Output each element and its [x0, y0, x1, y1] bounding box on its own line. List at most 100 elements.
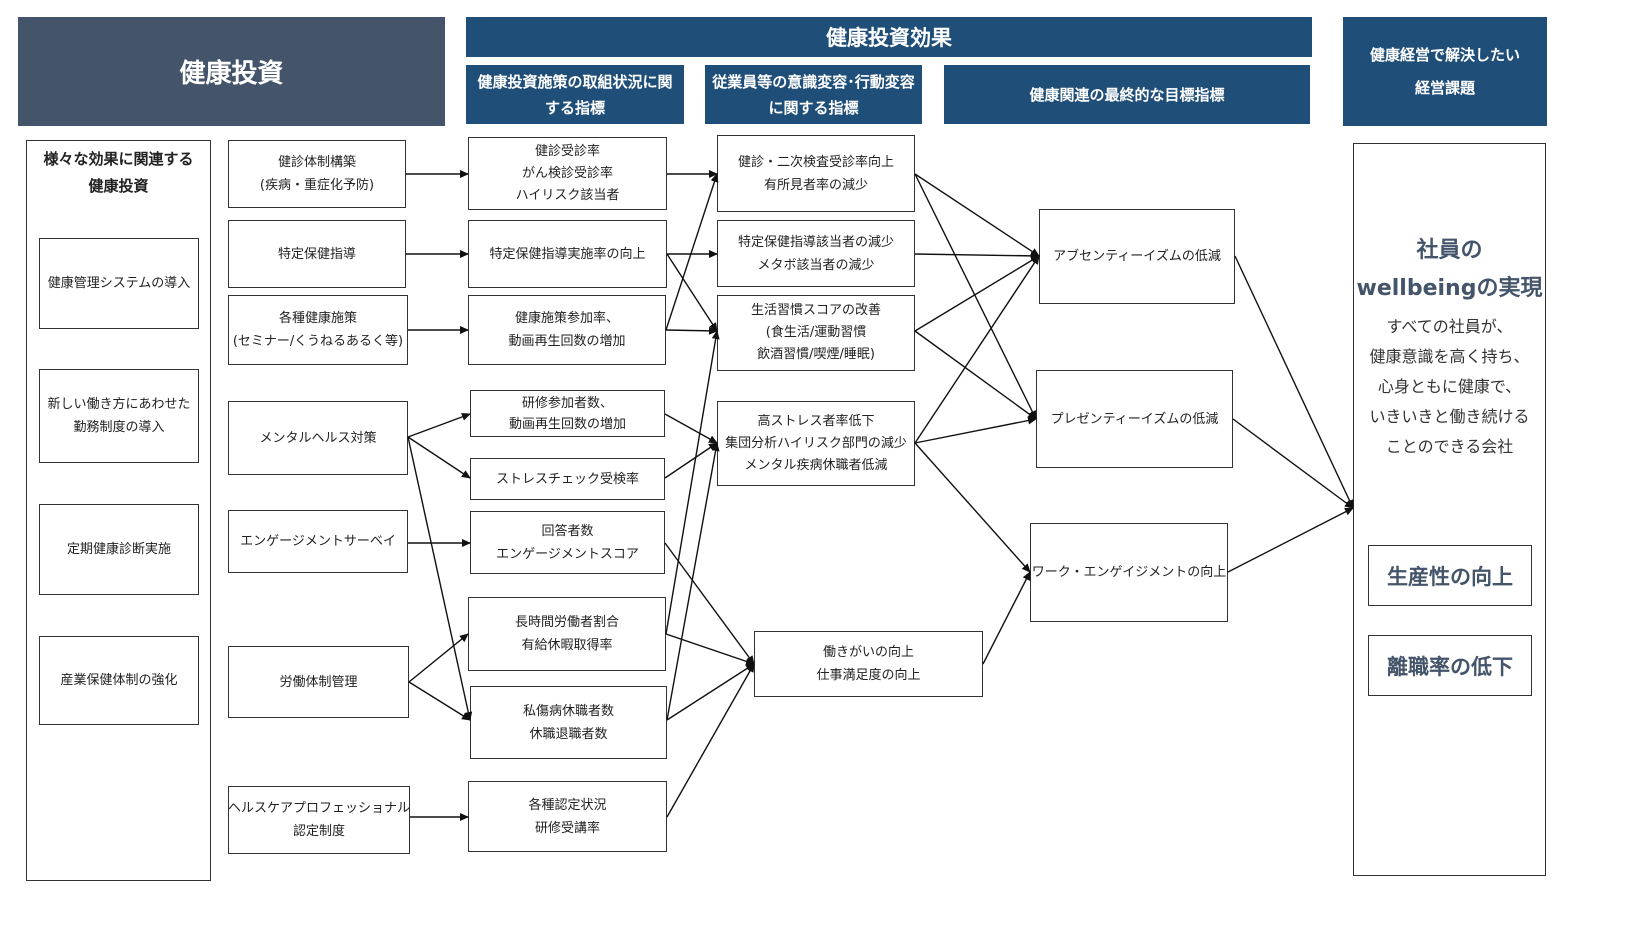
right-panel-wellbeing: 社員の wellbeingの実現 すべての社員が、 健康意識を高く持ち、 心身と… [1353, 143, 1546, 876]
indicator-certification-status: 各種認定状況 研修受講率 [468, 781, 667, 852]
arrow-engagement-score-to-satisfaction [664, 542, 755, 665]
wellbeing-title-line-2: wellbeingの実現 [1356, 276, 1543, 301]
arrow-certification-to-satisfaction [666, 663, 755, 818]
measure-healthcare-professional-line-2: 認定制度 [292, 824, 345, 839]
arrow-checkup-improvement-to-presenteeism [914, 173, 1037, 420]
behavior-stress-reduction: 高ストレス者率低下 集団分析ハイリスク部門の減少 メンタル疾病休職者低減 [717, 401, 915, 486]
measure-healthcare-professional: ヘルスケアプロフェッショナル 認定制度 [228, 786, 410, 854]
header-final-goal-indicators: 健康関連の最終的な目標指標 [944, 65, 1310, 124]
left-item-work-style: 新しい働き方にあわせた 勤務制度の導入 [39, 369, 199, 463]
arrow-stress-check-to-stress [664, 442, 718, 479]
arrow-participation-to-lifestyle [665, 326, 718, 335]
header-health-investment: 健康投資 [18, 17, 445, 126]
indicator-guidance-rate: 特定保健指導実施率の向上 [468, 220, 667, 288]
outcome-work-engagement: ワーク・エンゲイジメントの向上 [1030, 523, 1228, 622]
arrow-mental-to-sick-leave [407, 436, 473, 721]
left-panel-title-line-2: 健康投資 [88, 177, 149, 195]
indicator-guidance-rate-label: 特定保健指導実施率の向上 [489, 246, 646, 262]
indicator-sick-leave-line-1: 私傷病休職者数 [522, 703, 614, 719]
arrow-lifestyle-to-absenteeism [914, 255, 1040, 332]
left-item-occupational-health: 産業保健体制の強化 [39, 636, 199, 725]
behavior-stress-reduction-line-2: 集団分析ハイリスク部門の減少 [725, 435, 907, 451]
header-management-issues: 健康経営で解決したい 経営課題 [1343, 17, 1547, 126]
behavior-lifestyle-score-line-2: (食生活/運動習慣 [765, 325, 867, 340]
goal-productivity: 生産性の向上 [1368, 545, 1532, 606]
indicator-engagement-score: 回答者数 エンゲージメントスコア [470, 511, 665, 574]
behavior-stress-reduction-line-3: メンタル疾病休職者低減 [744, 457, 888, 473]
indicator-sick-leave-line-2: 休職退職者数 [529, 726, 608, 742]
behavior-lifestyle-score: 生活習慣スコアの改善 (食生活/運動習慣 飲酒習慣/喫煙/睡眠) [717, 295, 915, 371]
indicator-overtime-leave-line-2: 有給休暇取得率 [521, 638, 613, 653]
measure-health-programs-line-1: 各種健康施策 [278, 311, 357, 326]
outcome-presenteeism: プレゼンティーイズムの低減 [1036, 370, 1233, 468]
left-item-work-style-line-1: 新しい働き方にあわせた [47, 397, 191, 412]
arrow-participation-to-checkup-improvement [665, 173, 719, 331]
arrow-satisfaction-to-engagement [982, 571, 1031, 665]
indicator-checkup-rates: 健診受診率 がん検診受診率 ハイリスク該当者 [468, 137, 667, 210]
indicator-overtime-leave-line-1: 長時間労働者割合 [514, 615, 619, 630]
measure-mental-health: メンタルヘルス対策 [228, 401, 408, 475]
behavior-stress-reduction-line-1: 高ストレス者率低下 [757, 413, 875, 429]
left-item-health-checkup: 定期健康診断実施 [39, 504, 199, 595]
measure-health-programs-line-2: (セミナー/くうねるあるく等) [232, 334, 404, 349]
measure-checkup-system-line-2: (疾病・重症化予防) [259, 178, 375, 193]
left-panel-title-line-1: 様々な効果に関連する [43, 150, 194, 168]
behavior-checkup-improvement: 健診・二次検査受診率向上 有所見者率の減少 [717, 135, 915, 212]
arrow-sick-leave-to-satisfaction [666, 663, 755, 721]
measure-specific-health-guidance-label: 特定保健指導 [277, 246, 356, 262]
behavior-job-satisfaction-line-1: 働きがいの向上 [822, 645, 914, 660]
behavior-checkup-improvement-line-2: 有所見者率の減少 [763, 177, 868, 193]
measure-specific-health-guidance: 特定保健指導 [228, 220, 406, 288]
left-item-health-system: 健康管理システムの導入 [39, 238, 199, 329]
company-mission: すべての社員が、 健康意識を高く持ち、 心身ともに健康で、 いきいきと働き続ける… [1354, 312, 1545, 462]
measure-mental-health-label: メンタルヘルス対策 [259, 430, 377, 446]
indicator-stress-check-rate-label: ストレスチェック受検率 [495, 471, 639, 487]
arrow-metabolic-to-absenteeism [914, 251, 1040, 260]
company-mission-line-4: いきいきと働き続ける [1369, 407, 1530, 426]
outcome-absenteeism-label: アブセンティーイズムの低減 [1053, 249, 1221, 264]
arrow-training-to-stress [664, 413, 718, 444]
measure-checkup-system: 健診体制構築 (疾病・重症化予防) [228, 140, 406, 208]
left-item-occupational-health-label: 産業保健体制の強化 [60, 673, 178, 688]
left-panel-title: 様々な効果に関連する 健康投資 [27, 146, 210, 200]
arrow-stress-to-engagement [914, 442, 1031, 573]
left-item-health-checkup-label: 定期健康診断実施 [66, 542, 171, 557]
behavior-job-satisfaction: 働きがいの向上 仕事満足度の向上 [754, 631, 983, 697]
arrow-engagement-to-wellbeing [1227, 507, 1354, 573]
indicator-program-participation-line-2: 動画再生回数の増加 [508, 334, 626, 349]
header-management-issues-line-1: 健康経営で解決したい [1369, 45, 1520, 64]
wellbeing-title-line-1: 社員の [1416, 238, 1483, 263]
indicator-checkup-rates-line-3: ハイリスク該当者 [515, 187, 620, 203]
arrow-overtime-to-satisfaction [665, 633, 755, 666]
indicator-certification-status-line-1: 各種認定状況 [528, 797, 607, 813]
header-behavior-change-indicators: 従業員等の意識変容･行動変容に関する指標 [705, 65, 922, 124]
arrow-checkup-improvement-to-absenteeism [914, 173, 1040, 257]
company-mission-line-2: 健康意識を高く持ち、 [1369, 347, 1530, 366]
behavior-metabolic-reduction: 特定保健指導該当者の減少 メタボ該当者の減少 [717, 220, 915, 287]
indicator-program-participation-line-1: 健康施策参加率、 [514, 311, 619, 326]
indicator-checkup-rates-line-2: がん検診受診率 [521, 165, 613, 181]
goal-turnover-reduction: 離職率の低下 [1368, 635, 1532, 696]
indicator-certification-status-line-2: 研修受講率 [534, 820, 600, 836]
indicator-sick-leave: 私傷病休職者数 休職退職者数 [470, 686, 667, 759]
outcome-presenteeism-label: プレゼンティーイズムの低減 [1050, 411, 1219, 427]
behavior-metabolic-reduction-line-1: 特定保健指導該当者の減少 [737, 234, 894, 250]
behavior-checkup-improvement-line-1: 健診・二次検査受診率向上 [737, 154, 894, 170]
measure-healthcare-professional-line-1: ヘルスケアプロフェッショナル [228, 801, 411, 816]
arrow-absenteeism-to-wellbeing [1234, 255, 1354, 509]
arrow-sick-leave-to-stress [666, 442, 720, 721]
measure-checkup-system-line-1: 健診体制構築 [277, 155, 356, 170]
arrow-overtime-to-lifestyle [665, 330, 720, 635]
behavior-job-satisfaction-line-2: 仕事満足度の向上 [816, 668, 921, 683]
indicator-training-participation-line-1: 研修参加者数、 [521, 395, 613, 411]
measure-health-programs: 各種健康施策 (セミナー/くうねるあるく等) [228, 295, 408, 365]
arrow-mental-to-training [407, 413, 471, 438]
arrow-guidance-rate-to-lifestyle [666, 253, 718, 332]
indicator-checkup-rates-line-1: 健診受診率 [534, 143, 600, 159]
arrow-stress-to-presenteeism [914, 416, 1037, 444]
measure-engagement-survey: エンゲージメントサーベイ [228, 510, 408, 573]
outcome-absenteeism: アブセンティーイズムの低減 [1039, 209, 1235, 304]
measure-labor-management-label: 労働体制管理 [279, 674, 358, 690]
left-item-health-system-label: 健康管理システムの導入 [47, 276, 191, 291]
company-mission-line-3: 心身ともに健康で、 [1377, 377, 1522, 396]
